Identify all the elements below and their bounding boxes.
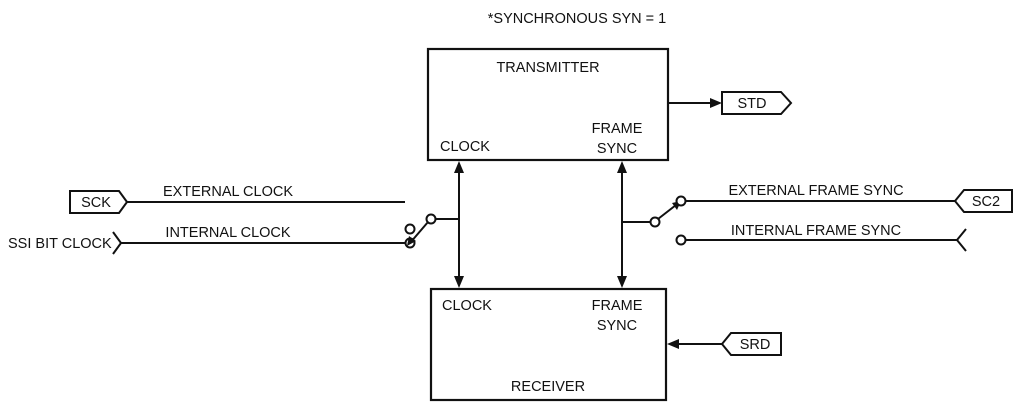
transmitter-frame-label: FRAME [592,121,643,137]
external-clock-switch-contact [404,223,416,235]
frame-switch-arm [657,204,677,220]
transmitter-clock-label: CLOCK [440,139,490,155]
receiver-clock-label: CLOCK [442,298,492,314]
external-frame-sync-path: EXTERNAL FRAME SYNC SC2 [622,183,1013,228]
transmitter-sync-label: SYNC [597,141,637,157]
srd-pin-shape [720,332,782,356]
receiver-block: CLOCK FRAME SYNC RECEIVER [429,287,668,402]
frame-switch-common [649,216,661,228]
internal-frame-sync-pin-shape [955,228,967,252]
external-frame-sync-label: EXTERNAL FRAME SYNC [728,183,903,199]
diagram-title: *SYNCHRONOUS SYN = 1 [488,11,666,27]
internal-clock-path: SSI BIT CLOCK INTERNAL CLOCK [8,213,459,255]
std-pin-shape [721,91,793,115]
internal-frame-sync-contact [675,234,687,246]
srd-input: SRD [667,332,782,356]
internal-frame-sync-label: INTERNAL FRAME SYNC [731,223,901,239]
internal-clock-label: INTERNAL CLOCK [165,225,290,241]
ssi-bit-clock-label: SSI BIT CLOCK [8,236,112,252]
transmitter-box [426,47,670,162]
sck-pin-shape [69,190,129,214]
frame-sync-bus [617,161,627,288]
transmitter-title: TRANSMITTER [496,60,599,76]
sc2-pin-shape [953,189,1013,213]
clock-bus [454,161,464,288]
srd-arrowhead [667,339,679,349]
std-arrowhead [710,98,722,108]
receiver-title: RECEIVER [511,379,585,395]
ssi-bit-clock-pin-shape [112,231,123,255]
clock-switch-common [425,213,437,225]
sck-pin-label: SCK [81,195,111,211]
external-clock-label: EXTERNAL CLOCK [163,184,293,200]
std-pin-label: STD [738,96,767,112]
std-output: STD [668,91,793,115]
receiver-sync-label: SYNC [597,318,637,334]
internal-frame-sync-path: INTERNAL FRAME SYNC [675,223,967,252]
sc2-pin-label: SC2 [972,194,1000,210]
receiver-frame-label: FRAME [592,298,643,314]
transmitter-block: TRANSMITTER CLOCK FRAME SYNC [426,47,670,162]
receiver-box [429,287,668,402]
external-frame-sync-contact [675,195,687,207]
srd-pin-label: SRD [740,337,771,353]
external-clock-path: SCK EXTERNAL CLOCK [69,184,416,235]
